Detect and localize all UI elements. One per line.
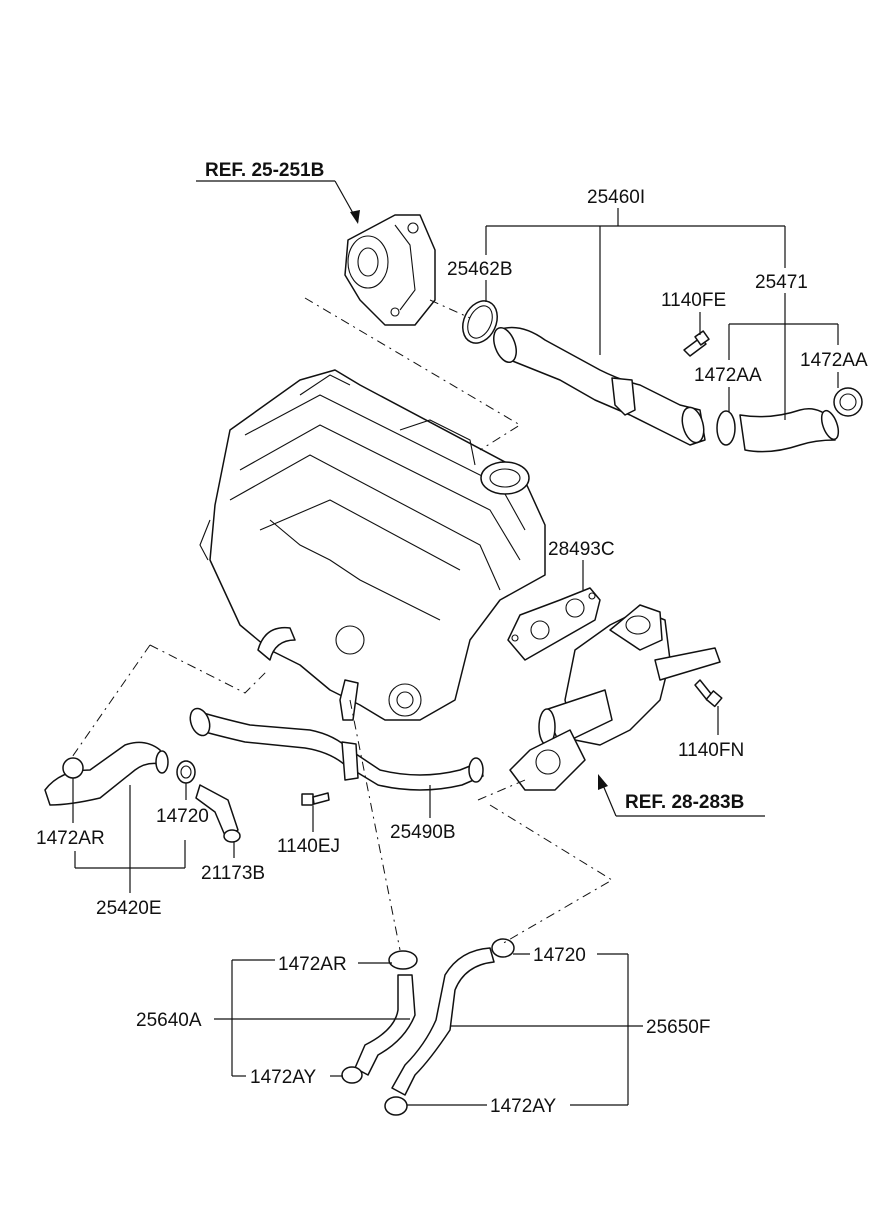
water-inlet-pipe-drawing — [493, 326, 706, 446]
part-label-28493C: 28493C — [548, 539, 615, 560]
part-label-21173B: 21173B — [201, 863, 265, 884]
hose-25650F-drawing — [384, 938, 515, 1116]
thermostat-housing-drawing — [509, 604, 721, 791]
part-label-1472AA-right: 1472AA — [800, 350, 868, 371]
o-ring-drawing — [462, 300, 498, 344]
part-label-1472AY-left: 1472AY — [250, 1067, 317, 1088]
hose-25640A-drawing — [341, 950, 418, 1084]
clamp-14720-left-drawing — [176, 760, 196, 784]
ref-label-top: REF. 25-251B — [205, 160, 324, 181]
part-label-25420E: 25420E — [96, 898, 162, 919]
leader-lines — [72, 180, 839, 1106]
part-label-25462B: 25462B — [447, 259, 513, 280]
part-label-1472AR-left: 1472AR — [36, 828, 105, 849]
part-label-25650F: 25650F — [646, 1017, 710, 1038]
part-label-14720-left: 14720 — [156, 806, 209, 827]
water-pipe-25490B-drawing — [189, 707, 484, 791]
engine-block-drawing — [199, 369, 546, 721]
part-label-1140EJ: 1140EJ — [277, 836, 340, 857]
water-pump-drawing — [344, 214, 436, 326]
part-label-1140FN: 1140FN — [678, 740, 744, 761]
bolt-1140FN-drawing — [694, 679, 723, 708]
part-label-1472AY-right: 1472AY — [490, 1096, 557, 1117]
part-label-1472AA-left: 1472AA — [694, 365, 762, 386]
bolt-1140EJ-drawing — [301, 792, 330, 806]
part-label-25460I: 25460I — [587, 187, 645, 208]
part-label-1140FE: 1140FE — [661, 290, 726, 311]
water-hose-drawing — [716, 387, 863, 453]
hose-25420E-drawing — [44, 741, 169, 806]
fitting-21173B-drawing — [195, 784, 241, 843]
part-label-25471: 25471 — [755, 272, 808, 293]
ref-label-right: REF. 28-283B — [625, 792, 744, 813]
part-label-25490B: 25490B — [390, 822, 456, 843]
part-label-14720-bottom: 14720 — [533, 945, 586, 966]
alignment-lines — [69, 297, 613, 951]
part-label-25640A: 25640A — [136, 1010, 202, 1031]
gasket-drawing — [507, 587, 601, 661]
bolt-1140FE-drawing — [683, 330, 710, 357]
part-label-1472AR-bottom: 1472AR — [278, 954, 347, 975]
